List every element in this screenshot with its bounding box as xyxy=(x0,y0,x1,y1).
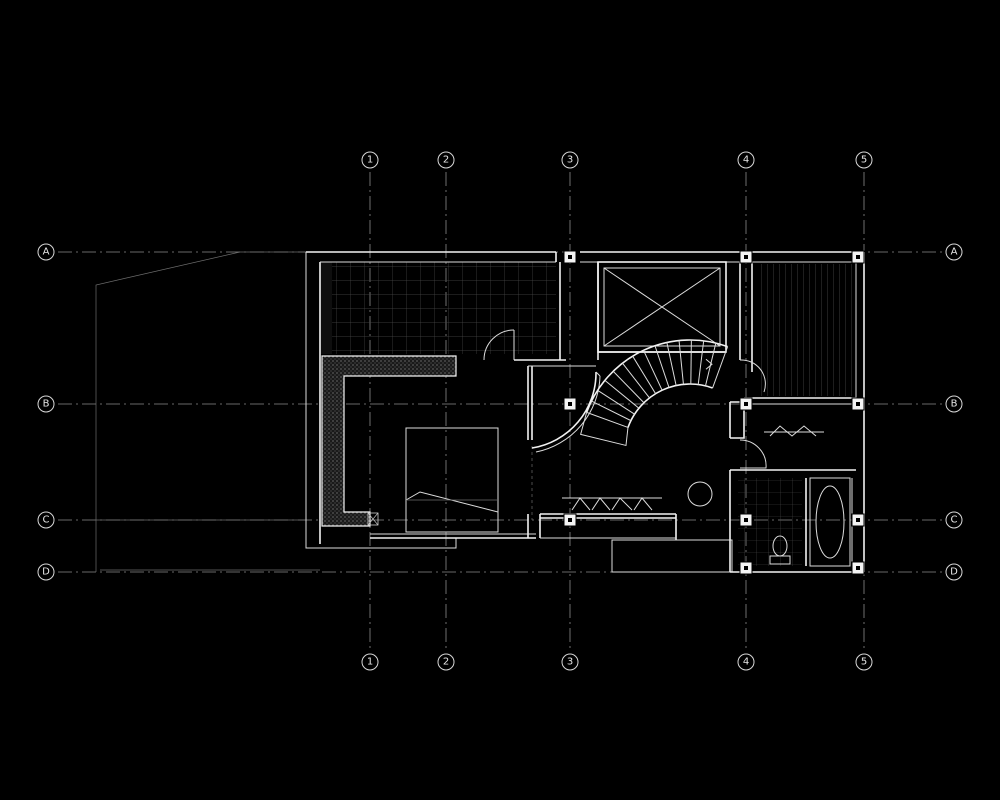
grid-label-row-D: D xyxy=(950,567,958,578)
spiral-stair xyxy=(580,339,729,447)
grid-bubble-row-A-left: A xyxy=(37,243,55,261)
grid-lines xyxy=(58,172,942,648)
grid-bubble-row-B-left: B xyxy=(37,395,55,413)
grid-label-col-4: 4 xyxy=(743,657,749,668)
grid-bubble-col-3-top: 3 xyxy=(561,151,579,169)
column-8 xyxy=(739,513,753,527)
round-table xyxy=(687,481,713,507)
stair-void xyxy=(597,261,727,353)
grid-bubble-col-5-top: 5 xyxy=(855,151,873,169)
column-5 xyxy=(739,397,753,411)
column-4 xyxy=(563,397,577,411)
grid-label-row-A: A xyxy=(951,247,958,258)
terrace-tiles xyxy=(320,262,556,354)
grid-bubble-col-1-bottom: 1 xyxy=(361,653,379,671)
adjacent-outline xyxy=(95,251,320,572)
stair-tread xyxy=(712,346,729,389)
column-2 xyxy=(739,250,753,264)
stair-tread xyxy=(597,389,635,415)
grid-bubble-row-C-right: C xyxy=(945,511,963,529)
column-3 xyxy=(851,250,865,264)
right-terrace xyxy=(739,262,854,396)
grid-label-col-3: 3 xyxy=(567,657,573,668)
grid-label-row-B: B xyxy=(951,399,958,410)
bedroom xyxy=(370,427,536,539)
grid-label-col-2: 2 xyxy=(443,657,449,668)
column-9 xyxy=(851,513,865,527)
grid-label-row-A: A xyxy=(43,247,50,258)
stair-tread xyxy=(690,340,692,385)
grid-label-col-1: 1 xyxy=(367,155,373,166)
grid-label-row-C: C xyxy=(951,515,958,526)
column-7 xyxy=(563,513,577,527)
grid-label-col-1: 1 xyxy=(367,657,373,668)
stair-tread xyxy=(654,345,670,388)
stair-direction-arrow xyxy=(705,358,713,370)
bedroom-wall xyxy=(321,355,457,527)
grid-bubble-row-A-right: A xyxy=(945,243,963,261)
column-6 xyxy=(851,397,865,411)
stair-tread xyxy=(666,342,677,386)
stair-tread xyxy=(632,355,657,394)
grid-bubble-row-B-right: B xyxy=(945,395,963,413)
stair-landing xyxy=(580,412,629,447)
column-10 xyxy=(739,561,753,575)
grid-bubble-row-D-right: D xyxy=(945,563,963,581)
grid-label-row-D: D xyxy=(42,567,50,578)
grid-bubble-col-5-bottom: 5 xyxy=(855,653,873,671)
stair-tread xyxy=(586,411,629,428)
grid-bubble-col-2-bottom: 2 xyxy=(437,653,455,671)
stair-tread xyxy=(643,350,663,391)
toilet-bowl xyxy=(772,535,788,557)
grid-label-row-B: B xyxy=(43,399,50,410)
grid-label-col-4: 4 xyxy=(743,155,749,166)
stair-tread xyxy=(604,379,640,409)
stair-tread xyxy=(697,340,705,385)
grid-bubble-col-2-top: 2 xyxy=(437,151,455,169)
structural-columns xyxy=(563,250,865,575)
column-1 xyxy=(563,250,577,264)
grid-bubble-col-1-top: 1 xyxy=(361,151,379,169)
column-11 xyxy=(851,561,865,575)
stair-tread xyxy=(612,370,645,404)
bed xyxy=(405,427,499,533)
lower-corridor xyxy=(540,481,733,573)
grid-label-col-5: 5 xyxy=(861,155,867,166)
grid-label-col-5: 5 xyxy=(861,657,867,668)
grid-bubble-col-4-bottom: 4 xyxy=(737,653,755,671)
grid-bubble-row-D-left: D xyxy=(37,563,55,581)
grid-bubble-col-4-top: 4 xyxy=(737,151,755,169)
grid-bubble-col-3-bottom: 3 xyxy=(561,653,579,671)
bathtub xyxy=(815,485,845,559)
stair-tread xyxy=(591,400,632,422)
grid-bubble-row-C-left: C xyxy=(37,511,55,529)
grid-label-row-C: C xyxy=(43,515,50,526)
grid-label-col-3: 3 xyxy=(567,155,573,166)
stair-tread xyxy=(678,340,684,385)
bathroom-block xyxy=(729,397,864,573)
terrace-door xyxy=(483,329,566,361)
stair-tread xyxy=(705,342,717,386)
stair-door xyxy=(531,371,601,453)
stair-tread xyxy=(622,362,650,399)
stair-inner-edge xyxy=(627,383,713,428)
grid-label-col-2: 2 xyxy=(443,155,449,166)
